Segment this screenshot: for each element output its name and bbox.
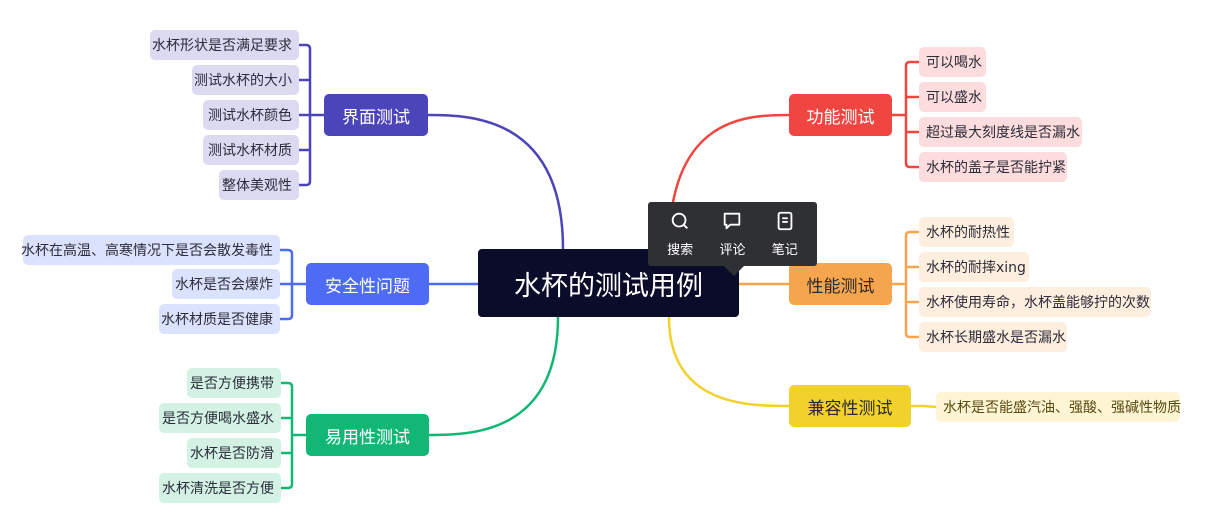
leaf-bracket [281,381,294,490]
comment-button[interactable]: 评论 [708,210,756,258]
branch-node-ui-test[interactable]: 界面测试 [324,94,428,136]
leaf-label: 超过最大刻度线是否漏水 [926,125,1080,141]
branch-label: 兼容性测试 [807,398,893,419]
leaf-node[interactable]: 水杯清洗是否方便 [159,473,281,503]
leaf-node[interactable]: 测试水杯的大小 [192,65,299,95]
leaf-label: 可以盛水 [926,90,982,106]
branch-node-compatibility[interactable]: 兼容性测试 [789,385,911,427]
leaf-node[interactable]: 水杯使用寿命，水杯盖能够拧的次数 [919,287,1151,317]
branch-connector [428,316,560,437]
leaf-label: 水杯清洗是否方便 [162,481,274,497]
leaf-node[interactable]: 整体美观性 [219,170,299,200]
leaf-label: 水杯是否能盛汽油、强酸、强碱性物质 [943,400,1181,416]
leaf-bracket [904,60,919,169]
leaf-connector [924,404,937,409]
leaf-label: 水杯的盖子是否能拧紧 [926,160,1066,176]
leaf-node[interactable]: 测试水杯颜色 [203,100,299,130]
note-label: 笔记 [771,243,798,258]
leaf-label: 是否方便喝水盛水 [162,411,274,427]
leaf-label: 整体美观性 [222,178,292,194]
leaf-node[interactable]: 水杯的耐热性 [919,217,1014,247]
leaf-node[interactable]: 水杯的耐摔xing [919,252,1029,282]
leaf-node[interactable]: 水杯是否防滑 [187,438,281,468]
branch-node-function[interactable]: 功能测试 [789,94,892,136]
branch-label: 功能测试 [806,107,875,128]
floating-toolbar: 搜索 评论 笔记 [648,202,817,276]
branch-label: 易用性测试 [325,427,410,448]
leaf-label: 可以喝水 [926,55,982,71]
leaf-label: 水杯形状是否满足要求 [152,38,292,54]
leaf-label: 水杯的耐摔xing [926,260,1026,276]
leaf-node[interactable]: 测试水杯材质 [203,135,299,165]
branch-node-performance[interactable]: 性能测试 [789,263,892,305]
leaf-bracket [904,230,919,339]
search-label: 搜索 [667,243,694,258]
branch-node-security[interactable]: 安全性问题 [306,263,429,305]
root-label: 水杯的测试用例 [514,270,703,302]
leaf-node[interactable]: 水杯材质是否健康 [159,304,280,334]
leaf-label: 水杯材质是否健康 [161,312,273,328]
leaf-node[interactable]: 水杯是否会爆炸 [172,269,280,299]
leaf-label: 水杯在高温、高寒情况下是否会散发毒性 [21,243,273,259]
leaf-node[interactable]: 超过最大刻度线是否漏水 [919,117,1082,147]
leaf-node[interactable]: 可以喝水 [919,47,986,77]
leaf-node[interactable]: 是否方便携带 [187,368,281,398]
note-icon [774,210,796,239]
leaf-label: 水杯是否会爆炸 [175,277,273,293]
leaf-node[interactable]: 水杯形状是否满足要求 [150,30,299,60]
leaf-label: 水杯的耐热性 [926,225,1010,241]
leaf-node[interactable]: 水杯的盖子是否能拧紧 [919,152,1067,182]
leaf-label: 测试水杯颜色 [208,108,292,124]
branch-label: 性能测试 [806,276,875,297]
leaf-label: 是否方便携带 [190,376,274,392]
leaf-label: 水杯是否防滑 [190,446,274,462]
leaf-label: 水杯长期盛水是否漏水 [926,330,1066,346]
branch-connector [427,113,565,250]
leaf-node[interactable]: 水杯长期盛水是否漏水 [919,322,1067,352]
comment-label: 评论 [719,243,746,258]
leaf-label: 测试水杯材质 [208,143,292,159]
leaf-node[interactable]: 是否方便喝水盛水 [159,403,281,433]
leaf-label: 测试水杯的大小 [194,73,292,89]
branch-connector [667,316,790,408]
branch-label: 界面测试 [342,107,410,128]
note-button[interactable]: 笔记 [761,210,809,258]
search-button[interactable]: 搜索 [656,210,704,258]
leaf-node[interactable]: 水杯在高温、高寒情况下是否会散发毒性 [21,235,280,265]
leaf-node[interactable]: 可以盛水 [919,82,986,112]
leaf-label: 水杯使用寿命，水杯盖能够拧的次数 [926,295,1150,311]
search-icon [669,210,691,239]
leaf-node[interactable]: 水杯是否能盛汽油、强酸、强碱性物质 [936,392,1181,422]
comment-icon [721,210,743,239]
branch-node-usability[interactable]: 易用性测试 [306,414,429,456]
branch-label: 安全性问题 [325,276,410,297]
